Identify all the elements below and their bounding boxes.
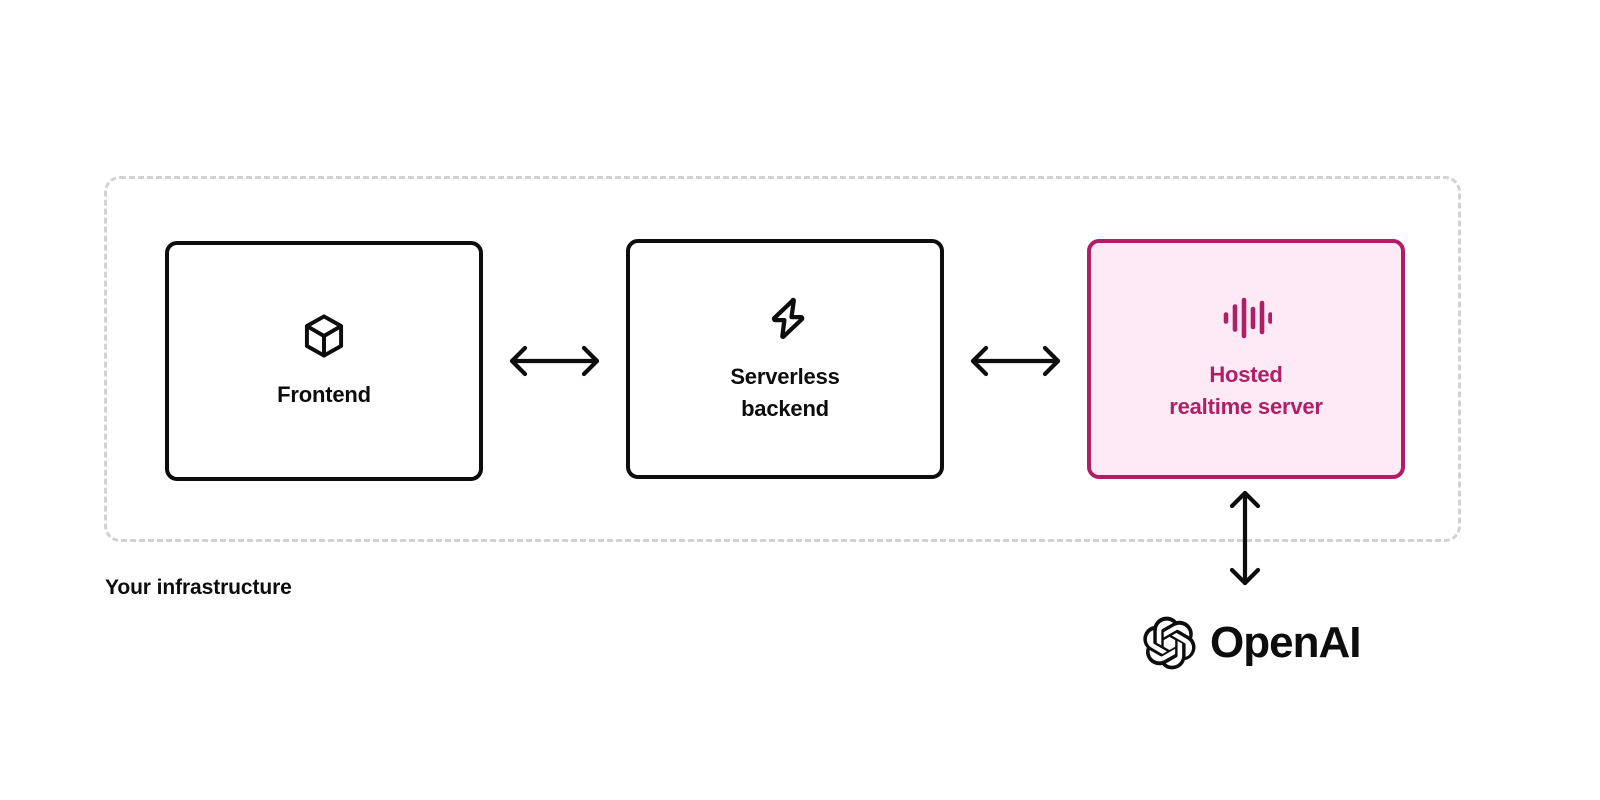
node-frontend-label: Frontend [277,381,371,407]
openai-lockup: OpenAI [1140,614,1361,672]
connector-frontend-backend [506,338,603,384]
infrastructure-boundary-label: Your infrastructure [105,576,292,599]
openai-logo-icon [1140,614,1198,672]
node-hosted-realtime-server[interactable]: Hosted realtime server [1087,239,1405,479]
infrastructure-boundary [104,176,1461,542]
audio-waveform-icon [1220,295,1273,341]
node-hosted-realtime-server-label: Hosted realtime server [1169,361,1323,419]
openai-wordmark: OpenAI [1210,618,1361,667]
node-serverless-backend-label: Serverless backend [730,363,840,421]
lightning-bolt-icon [758,293,812,347]
node-serverless-backend[interactable]: Serverless backend [626,239,944,479]
connector-backend-realtime [967,338,1064,384]
node-frontend[interactable]: Frontend [165,241,483,481]
cube-icon [299,311,349,361]
connector-realtime-openai [1222,486,1268,590]
